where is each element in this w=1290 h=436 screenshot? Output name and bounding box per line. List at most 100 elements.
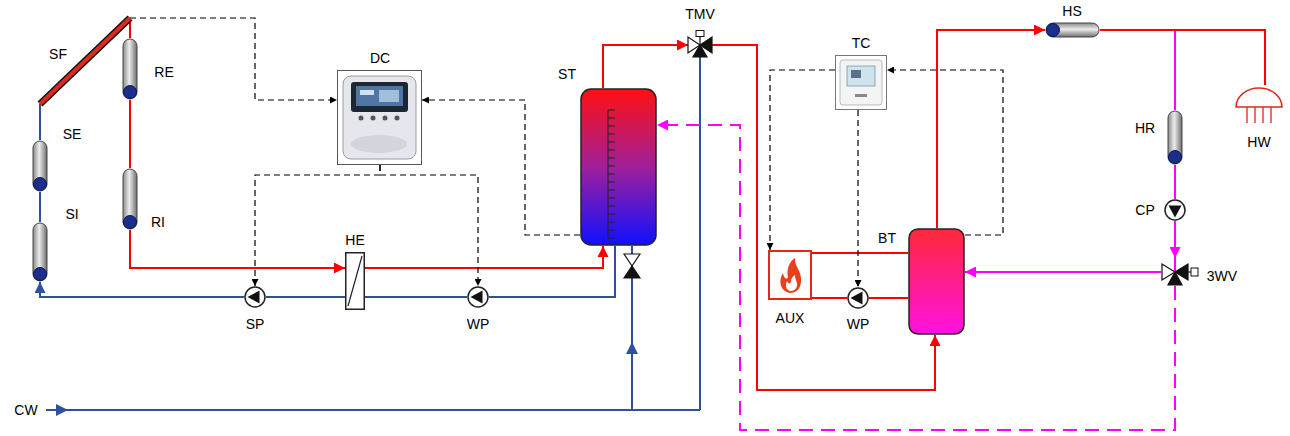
sensor-shape [124, 216, 137, 229]
storage-tank-shape [608, 126, 615, 127]
sensor: SI [32, 222, 48, 282]
thermostat-shape [855, 94, 867, 97]
collector-shape [40, 18, 130, 104]
pump: WP [847, 287, 869, 309]
storage-tank-shape [608, 150, 615, 151]
storage-tank-shape [608, 182, 615, 183]
component-label: RI [151, 215, 165, 229]
controller-shape [338, 71, 422, 165]
sensor-shape [1169, 151, 1182, 164]
storage-tank-shape [608, 110, 615, 111]
control-signal-line [380, 165, 478, 286]
shower: HW [1232, 85, 1286, 125]
sensor-h-symbol [1045, 22, 1100, 38]
component-label: SP [246, 317, 265, 331]
controller-shape [359, 116, 364, 121]
pipe-connector [489, 246, 615, 297]
pipe-connector [1100, 30, 1175, 110]
heat-exchanger-shape [346, 253, 365, 310]
storage-tank-shape [608, 190, 615, 191]
pump-shape [248, 291, 260, 304]
pipe-connector [129, 100, 131, 168]
boiler-shape [769, 251, 811, 299]
control-signal-line [130, 18, 337, 100]
three-way-valve: 3WV [1161, 258, 1199, 286]
sensor-shape [123, 39, 137, 99]
storage-tank-shape [608, 158, 615, 159]
storage-tank-shape [608, 222, 615, 223]
check-valve [624, 266, 640, 278]
pump-shape [851, 292, 863, 305]
pump-shape [848, 288, 868, 308]
control-signal-line [422, 100, 580, 235]
pipe-connector [812, 252, 908, 254]
component-label: WP [847, 317, 870, 331]
component-label: HW [1247, 135, 1270, 149]
pipe-label: CW [14, 403, 37, 417]
cold-water-pipe [699, 57, 701, 410]
mixing-valve-shape [693, 45, 707, 57]
component-label: HS [1062, 4, 1081, 18]
pipe-connector [1174, 165, 1176, 199]
three-way-valve-shape [1174, 258, 1176, 272]
sensor-shape [123, 169, 137, 229]
component-label: HE [345, 233, 364, 247]
pump-shape [468, 287, 488, 307]
sensor-symbol [32, 140, 48, 192]
pump-down-shape [1169, 206, 1182, 218]
control-signal-line [657, 125, 1175, 430]
controller-shape [356, 86, 403, 106]
mixing-valve-symbol [688, 30, 712, 57]
sensor-shape [1168, 111, 1182, 164]
three-way-valve-shape [1191, 268, 1198, 276]
pipe-connector [40, 282, 244, 297]
mixing-valve-shape [699, 36, 700, 45]
storage-tank-shape [608, 238, 615, 239]
component-label: HR [1135, 121, 1155, 135]
pump-symbol [244, 286, 266, 308]
component-label: TMV [685, 7, 715, 21]
component-label: BT [878, 231, 896, 245]
shower-symbol [1232, 85, 1286, 125]
pump-down-shape [1165, 200, 1185, 220]
pipe-connector [965, 271, 1161, 273]
controller-shape [371, 116, 376, 121]
component-label: AUX [776, 311, 805, 325]
controller-shape [383, 116, 388, 121]
sensor-symbol [32, 222, 48, 282]
storage-tank-symbol [580, 88, 657, 246]
storage-tank-shape [608, 214, 615, 215]
component-label: TC [852, 36, 871, 50]
controller-shape [351, 82, 408, 112]
collector-symbol [36, 16, 134, 108]
sensor-h-shape [1047, 24, 1060, 37]
cold-water-pipe [46, 409, 700, 411]
storage-tank-shape [608, 206, 615, 207]
shower-shape [1262, 107, 1263, 123]
collector-shape [40, 18, 130, 104]
component-label: WP [467, 317, 490, 331]
control-signal-line [857, 110, 858, 287]
controller-shape [360, 90, 374, 95]
thermostat-shape [840, 60, 882, 105]
boiler-shape [786, 275, 797, 291]
thermostat-shape [847, 66, 875, 86]
controller-shape [395, 116, 400, 121]
sensor-h-shape [1046, 23, 1099, 37]
controller-symbol [337, 70, 422, 165]
heat-exchanger: HE [345, 252, 365, 310]
sensor-symbol [122, 168, 138, 230]
pump: SP [244, 286, 266, 308]
boiler: AUX [768, 250, 812, 300]
component-label: SF [49, 47, 67, 61]
component-label: SI [65, 207, 78, 221]
component-label: DC [370, 51, 390, 65]
pipe-connector [812, 297, 847, 299]
sensor: RI [122, 168, 138, 230]
pipe-connector [365, 296, 467, 298]
flow-arrow [626, 342, 638, 354]
shower-shape [1246, 107, 1247, 123]
sensor-h: HS [1045, 22, 1100, 38]
heat-exchanger-symbol [345, 252, 365, 310]
